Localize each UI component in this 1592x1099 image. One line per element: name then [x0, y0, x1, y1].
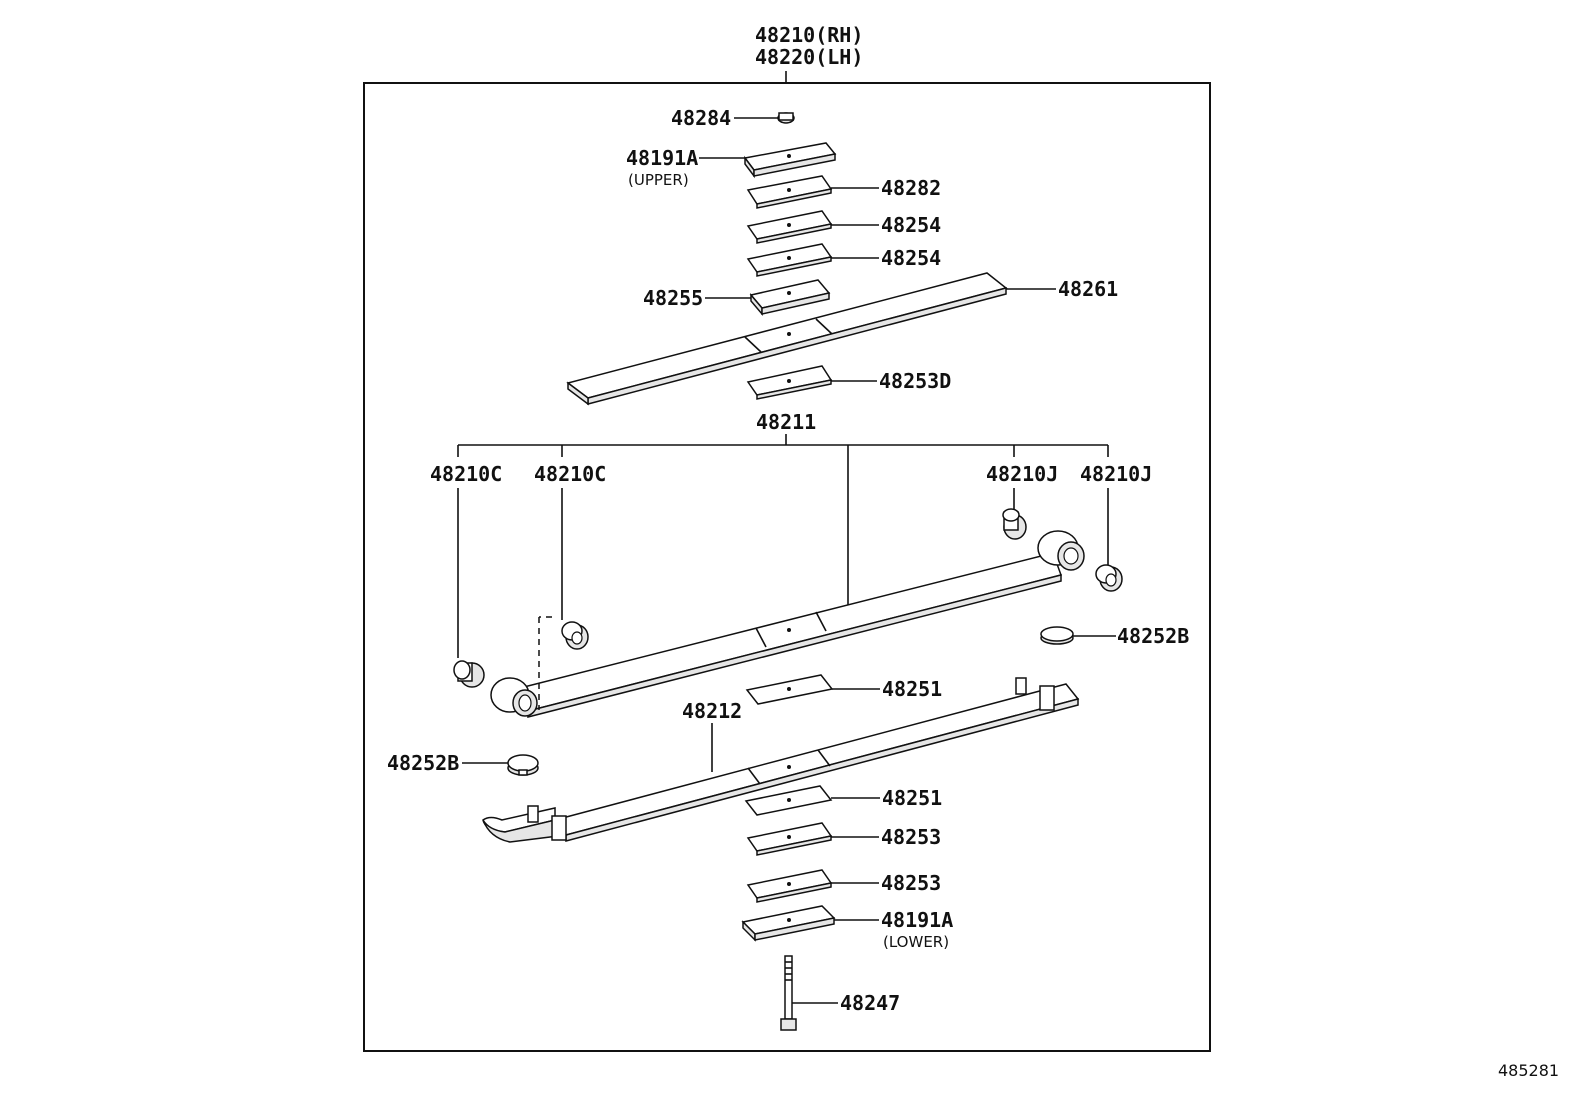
- assembly-lh-label: 48220(LH): [755, 45, 863, 69]
- plate-48282: [746, 175, 833, 209]
- pad-48252b-right: [1040, 626, 1074, 645]
- label-48254-a: 48254: [881, 213, 941, 237]
- leaf-48261: [566, 272, 1008, 406]
- label-48211: 48211: [756, 410, 816, 434]
- label-48191a-lower: 48191A: [881, 908, 953, 932]
- assembly-frame: [363, 82, 1211, 1052]
- label-48253-b: 48253: [881, 871, 941, 895]
- nut-48284: [777, 112, 795, 124]
- pad-48251-b: [744, 785, 833, 816]
- leaf-48212: [482, 677, 1080, 843]
- label-48210c-b: 48210C: [534, 462, 606, 486]
- label-48252b-left: 48252B: [387, 751, 459, 775]
- label-48210c-a: 48210C: [430, 462, 502, 486]
- label-48261: 48261: [1058, 277, 1118, 301]
- label-48210j-b: 48210J: [1080, 462, 1152, 486]
- label-48253-a: 48253: [881, 825, 941, 849]
- label-48251-a: 48251: [882, 677, 942, 701]
- label-48254-b: 48254: [881, 246, 941, 270]
- bushing-48210c-b: [561, 621, 589, 650]
- assembly-rh-label: 48210(RH): [755, 23, 863, 47]
- label-48191a-upper: 48191A: [626, 146, 698, 170]
- label-48251-b: 48251: [882, 786, 942, 810]
- plate-48254-b: [746, 243, 833, 277]
- pad-48252b-left: [507, 754, 539, 776]
- pad-48191a-upper: [743, 142, 837, 179]
- bracket-48211: [457, 434, 1109, 605]
- plate-48253-b: [746, 869, 833, 903]
- label-48247: 48247: [840, 991, 900, 1015]
- label-48210j-a: 48210J: [986, 462, 1058, 486]
- bolt-48247: [780, 955, 797, 1031]
- plate-48253d: [746, 365, 833, 400]
- label-48252b-right: 48252B: [1117, 624, 1189, 648]
- label-48253d: 48253D: [879, 369, 951, 393]
- bushing-48210c-a: [453, 660, 485, 688]
- figure-number: 485281: [1498, 1061, 1559, 1080]
- spacer-48255: [749, 279, 831, 317]
- label-48255: 48255: [643, 286, 703, 310]
- plate-48253-a: [746, 822, 833, 856]
- pad-48251-a: [745, 674, 834, 705]
- dashed-guide: [538, 616, 552, 710]
- note-upper: (UPPER): [628, 171, 689, 189]
- leaf-48211: [490, 530, 1085, 718]
- pad-48191a-lower: [741, 905, 836, 942]
- plate-48254-a: [746, 210, 833, 244]
- bushing-48210j-a: [1002, 508, 1027, 540]
- label-48212: 48212: [682, 699, 742, 723]
- bushing-48210j-b: [1095, 564, 1123, 592]
- label-48284: 48284: [671, 106, 731, 130]
- note-lower: (LOWER): [883, 933, 949, 951]
- label-48282: 48282: [881, 176, 941, 200]
